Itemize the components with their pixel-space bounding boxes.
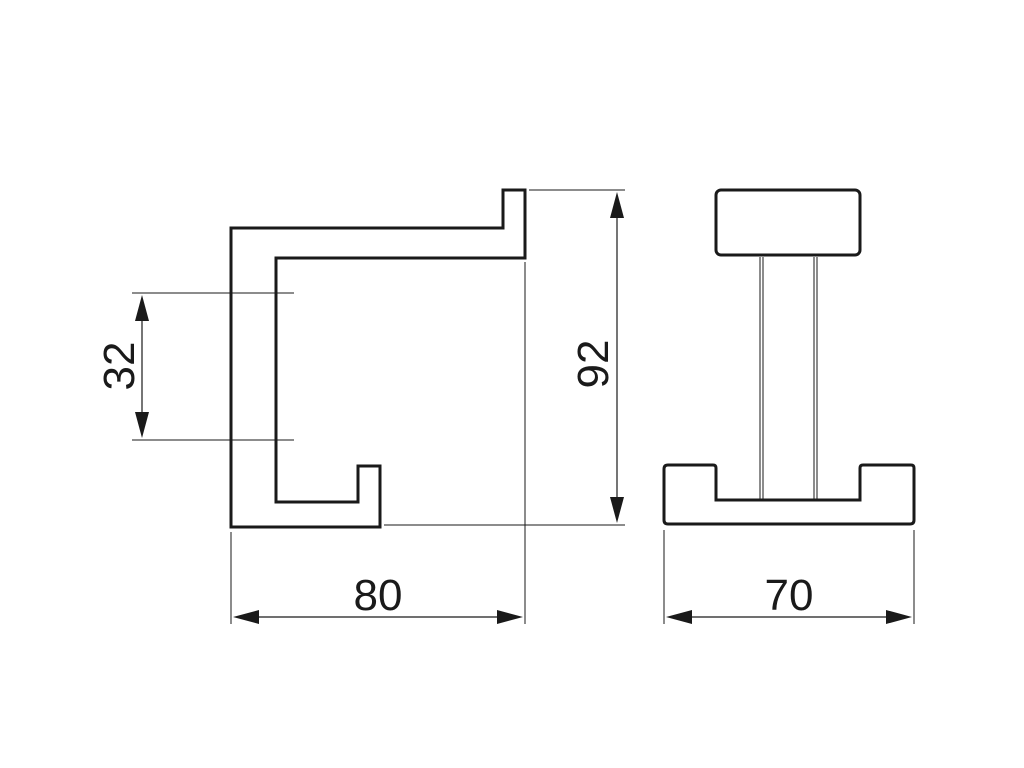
side-width-dimension: 80 <box>230 262 526 624</box>
height-arrow-top <box>610 192 624 218</box>
hook-spacing-dimension: 32 <box>95 292 294 441</box>
side-width-arrow-right <box>497 610 523 624</box>
front-width-dimension: 70 <box>663 530 915 624</box>
front-width-arrow-right <box>886 610 912 624</box>
height-label: 92 <box>569 340 618 389</box>
front-view-base <box>662 463 916 526</box>
front-view-top-cap <box>714 188 862 257</box>
front-width-label: 70 <box>765 571 814 620</box>
spacing-label: 32 <box>95 342 144 391</box>
side-width-arrow-left <box>233 610 259 624</box>
spacing-arrow-top <box>135 295 149 321</box>
side-view <box>229 188 527 529</box>
front-width-arrow-left <box>666 610 692 624</box>
side-view-outline <box>229 188 527 529</box>
front-view <box>662 188 916 526</box>
height-arrow-bottom <box>610 497 624 523</box>
height-dimension: 92 <box>384 189 625 526</box>
side-width-label: 80 <box>354 571 403 620</box>
spacing-arrow-bottom <box>135 412 149 438</box>
